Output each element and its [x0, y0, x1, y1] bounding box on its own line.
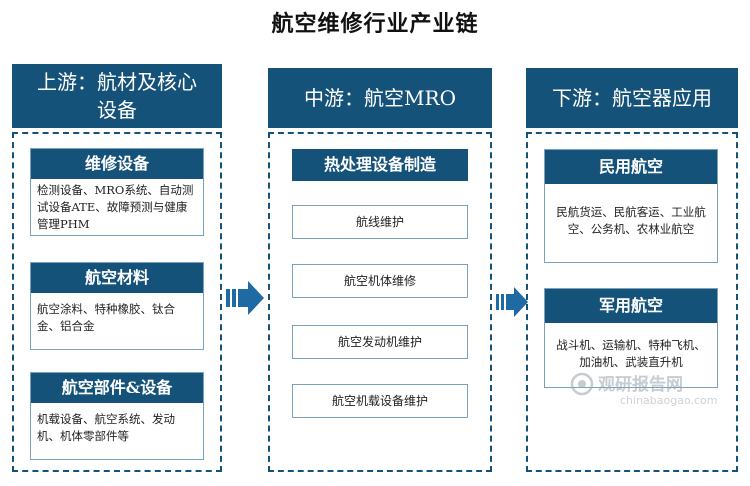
upstream-card-maintenance-equipment: 维修设备 检测设备、MRO系统、自动测试设备ATE、故障预测与健康管理PHM — [30, 148, 204, 236]
watermark-name: 观研报告网 — [598, 375, 683, 395]
downstream-card-civil-aviation: 民用航空 民航货运、民航客运、工业航空、公务机、农林业航空 — [544, 149, 718, 263]
midstream-item-airframe-repair: 航空机体维修 — [292, 264, 468, 298]
card-title: 军用航空 — [545, 289, 717, 323]
card-body: 战斗机、运输机、特种飞机、加油机、武装直升机 — [556, 338, 706, 369]
downstream-card-military-aviation: 军用航空 战斗机、运输机、特种飞机、加油机、武装直升机 — [544, 288, 718, 388]
upstream-header: 上游：航材及核心设备 — [12, 64, 222, 128]
card-body: 航空涂料、特种橡胶、钛合金、铝合金 — [37, 302, 175, 333]
downstream-header: 下游：航空器应用 — [526, 68, 738, 128]
card-title: 维修设备 — [31, 149, 203, 179]
midstream-item-engine-maintenance: 航空发动机维护 — [292, 325, 468, 359]
page-title: 航空维修行业产业链 — [271, 11, 479, 37]
midstream-item-line-maintenance: 航线维护 — [292, 205, 468, 239]
card-body: 民航货运、民航客运、工业航空、公务机、农林业航空 — [556, 205, 706, 236]
upstream-header-label: 上游：航材及核心设备 — [37, 70, 197, 122]
flow-arrow-icon — [496, 287, 528, 317]
card-body: 检测设备、MRO系统、自动测试设备ATE、故障预测与健康管理PHM — [37, 183, 194, 231]
midstream-bar: 热处理设备制造 — [292, 149, 468, 181]
upstream-card-aviation-materials: 航空材料 航空涂料、特种橡胶、钛合金、铝合金 — [30, 262, 204, 350]
card-title: 航空材料 — [31, 263, 203, 293]
midstream-header: 中游：航空MRO — [268, 68, 492, 128]
upstream-card-parts-equipment: 航空部件&设备 机载设备、航空系统、发动机、机体零部件等 — [30, 372, 204, 460]
card-body: 机载设备、航空系统、发动机、机体零部件等 — [37, 412, 175, 443]
flow-arrow-icon — [226, 281, 264, 315]
card-title: 航空部件&设备 — [31, 373, 203, 403]
card-title: 民用航空 — [545, 150, 717, 184]
midstream-item-onboard-equipment: 航空机载设备维护 — [292, 384, 468, 418]
midstream-frame — [268, 132, 492, 472]
upstream-frame — [12, 132, 222, 472]
downstream-header-label: 下游：航空器应用 — [552, 86, 712, 110]
downstream-frame — [526, 132, 738, 472]
midstream-header-label: 中游：航空MRO — [304, 86, 456, 110]
watermark-logo-icon — [570, 372, 594, 396]
watermark-url: chinabaogao.com — [620, 394, 718, 407]
watermark: 观研报告网 chinabaogao.com — [570, 370, 740, 410]
